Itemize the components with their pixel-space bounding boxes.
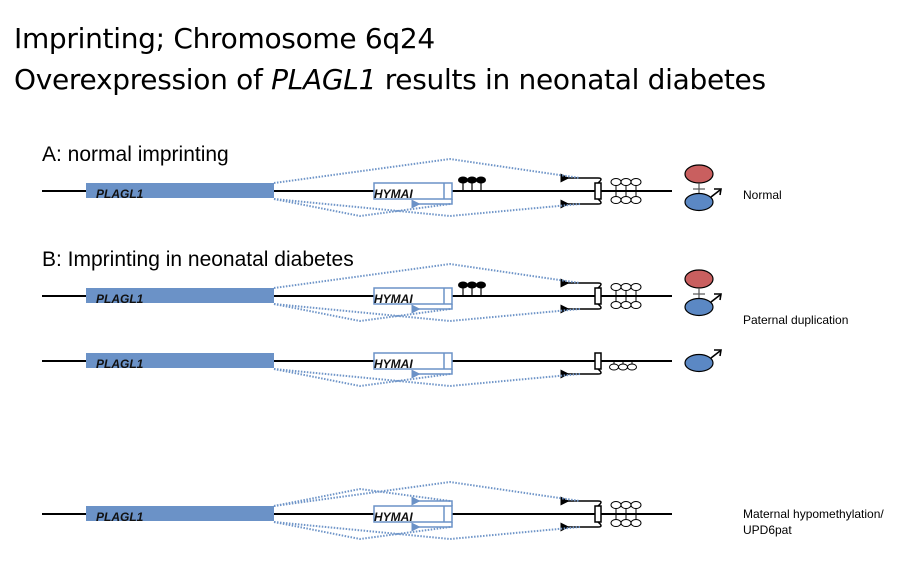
unmethylated-cpg-icon — [630, 501, 642, 509]
unmethylated-cpg-icon — [620, 283, 632, 291]
row-label-maternal-hypomethylation: Maternal hypomethylation/ UPD6pat — [743, 506, 884, 538]
plagl1-label: PLAGL1 — [96, 510, 144, 524]
promoter-box — [594, 505, 602, 523]
unmethylated-cpg-icon — [630, 283, 642, 291]
male-symbol-arrow-icon — [710, 189, 721, 198]
promoter-lower-arrow-icon — [560, 303, 602, 314]
unmethylated-cpg-icon — [630, 178, 642, 186]
unmethylated-cpg-icon — [610, 301, 622, 309]
unmethylated-cpg-icon — [610, 196, 622, 204]
promoter-box — [594, 352, 602, 370]
plagl1-gene-block — [86, 183, 274, 198]
unmethylated-cpg-icon — [620, 501, 632, 509]
promoter-box — [594, 182, 602, 200]
title-line-2: Overexpression of PLAGL1 results in neon… — [14, 63, 766, 96]
hymai-upper-arrow-icon — [411, 496, 453, 506]
methylated-cpg-icon — [467, 281, 477, 289]
male-symbol-arrow-icon — [710, 350, 721, 359]
unmethylated-cpg-icon — [610, 501, 622, 509]
chromosome-row-paternal-dup-1: PLAGL1 HYMAI — [42, 262, 722, 323]
promoter-lower-arrow-icon — [560, 198, 602, 209]
transcript-upper-short-dotted — [273, 487, 451, 507]
male-symbol-arrowhead-icon — [714, 293, 722, 301]
transcript-lower-short-dotted — [273, 521, 451, 541]
hymai-gene-box — [373, 182, 453, 200]
transcript-lower-long-dotted — [273, 521, 581, 541]
plagl1-gene-block — [86, 353, 274, 368]
transcript-upper-dotted — [273, 262, 581, 289]
methylated-cpg-icon — [458, 281, 468, 289]
paternal-chromosome-icon — [684, 192, 714, 212]
plagl1-gene-block — [86, 506, 274, 521]
transcript-lower-short-dotted — [273, 198, 451, 218]
chromosome-row-normal: PLAGL1 HYMAI — [42, 157, 722, 218]
hymai-label: HYMAI — [374, 357, 413, 371]
transcript-lower-short-dotted — [273, 303, 451, 323]
unmethylated-cpg-icon — [610, 283, 622, 291]
methylated-cpg-icon — [476, 281, 486, 289]
promoter-box — [594, 287, 602, 305]
unmethylated-cpg-icon — [610, 519, 622, 527]
hymai-lower-arrow-icon — [411, 199, 453, 209]
unmethylated-cpg-icon — [630, 519, 642, 527]
transcript-upper-dotted — [273, 480, 581, 507]
unmethylated-cpg-icon — [627, 363, 637, 371]
transcript-upper-dotted — [273, 157, 581, 184]
methylated-cpg-icon — [476, 176, 486, 184]
title-suffix: results in neonatal diabetes — [376, 63, 766, 96]
transcript-lower-long-dotted — [273, 368, 581, 388]
row-label-normal: Normal — [743, 188, 782, 202]
unmethylated-cpg-icon — [630, 301, 642, 309]
section-b-label: B: Imprinting in neonatal diabetes — [42, 248, 354, 271]
unmethylated-cpg-icon — [630, 196, 642, 204]
hymai-lower-arrow-icon — [411, 522, 453, 532]
transcript-lower-short-dotted — [273, 368, 451, 388]
row-label-line2: UPD6pat — [743, 523, 792, 537]
maternal-chromosome-icon — [684, 269, 714, 289]
row-label-paternal-duplication: Paternal duplication — [743, 313, 849, 327]
hymai-lower-arrow-icon — [411, 304, 453, 314]
male-symbol-arrowhead-icon — [714, 188, 722, 196]
hymai-gene-box — [373, 287, 453, 305]
unmethylated-cpg-icon — [620, 519, 632, 527]
hymai-gene-box — [373, 505, 453, 523]
methylated-cpg-icon — [458, 176, 468, 184]
plagl1-gene-block — [86, 288, 274, 303]
promoter-upper-arrow-icon — [560, 173, 602, 184]
promoter-lower-arrow-icon — [560, 368, 602, 379]
methylated-cpg-icon — [467, 176, 477, 184]
hymai-label: HYMAI — [374, 187, 413, 201]
hymai-gene-box — [373, 352, 453, 370]
unmethylated-cpg-icon — [610, 178, 622, 186]
section-a-label: A: normal imprinting — [42, 143, 229, 166]
transcript-lower-long-dotted — [273, 198, 581, 218]
plagl1-label: PLAGL1 — [96, 187, 144, 201]
male-symbol-arrow-icon — [710, 294, 721, 303]
hymai-lower-arrow-icon — [411, 369, 453, 379]
promoter-upper-arrow-icon — [560, 496, 602, 507]
unmethylated-cpg-icon — [620, 196, 632, 204]
chromosome-row-maternal-hypo: PLAGL1 HYMAI — [42, 480, 672, 541]
promoter-upper-arrow-icon — [560, 278, 602, 289]
paternal-chromosome-icon — [684, 353, 714, 373]
row-label-line1: Maternal hypomethylation/ — [743, 507, 884, 521]
unmethylated-cpg-icon — [620, 178, 632, 186]
title-gene: PLAGL1 — [271, 63, 377, 96]
title-prefix: Overexpression of — [14, 63, 272, 96]
plagl1-label: PLAGL1 — [96, 292, 144, 306]
paternal-chromosome-icon — [684, 297, 714, 317]
hymai-label: HYMAI — [374, 292, 413, 306]
male-symbol-arrowhead-icon — [714, 349, 722, 357]
unmethylated-cpg-icon — [620, 301, 632, 309]
unmethylated-cpg-icon — [609, 363, 619, 371]
chromosome-row-paternal-dup-2: PLAGL1 HYMAI — [42, 349, 722, 388]
plagl1-label: PLAGL1 — [96, 357, 144, 371]
title-line-1: Imprinting; Chromosome 6q24 — [14, 22, 435, 55]
transcript-lower-long-dotted — [273, 303, 581, 323]
maternal-chromosome-icon — [684, 164, 714, 184]
hymai-label: HYMAI — [374, 510, 413, 524]
unmethylated-cpg-icon — [618, 363, 628, 371]
promoter-lower-arrow-icon — [560, 521, 602, 532]
